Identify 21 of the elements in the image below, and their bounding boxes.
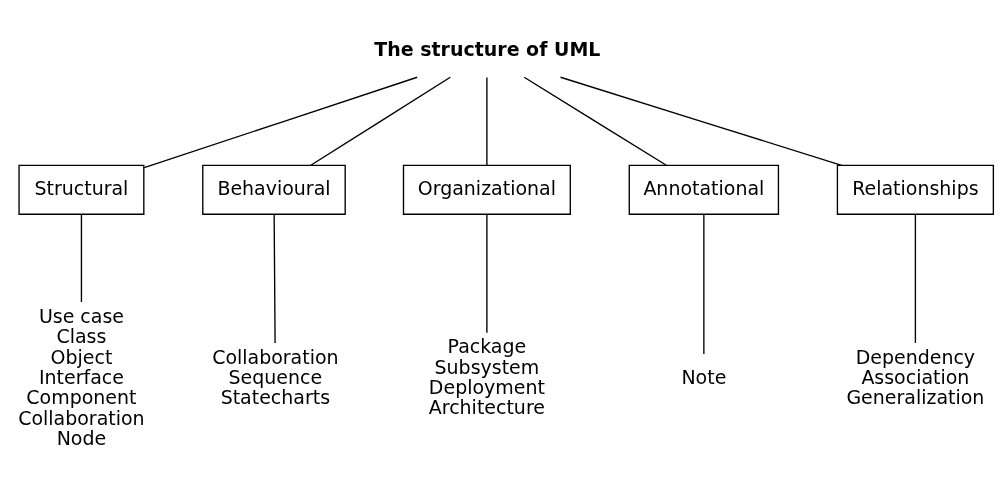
- connector: [523, 76, 667, 166]
- node-box: Behavioural: [202, 164, 346, 215]
- node-text: Dependency Association Generalization: [846, 345, 985, 408]
- node-text: The structure of UML: [374, 37, 601, 60]
- node-box: Annotational: [628, 164, 780, 215]
- node-box: Structural: [18, 164, 145, 215]
- connector: [273, 213, 276, 344]
- connector: [559, 76, 843, 166]
- connector: [703, 213, 705, 355]
- node-text: Package Subsystem Deployment Architecture: [428, 334, 545, 418]
- node-box: Relationships: [836, 164, 995, 215]
- connector: [143, 76, 418, 168]
- node-text: Use case Class Object Interface Component Collaboration Node: [18, 304, 145, 449]
- node-box: Organizational: [402, 164, 571, 215]
- node-text: Collaboration Sequence Statecharts: [212, 345, 339, 408]
- connector: [486, 213, 488, 333]
- connector: [914, 213, 917, 344]
- connector: [486, 76, 488, 166]
- connector: [80, 213, 83, 303]
- connector: [310, 76, 451, 166]
- node-text: Note: [681, 365, 727, 388]
